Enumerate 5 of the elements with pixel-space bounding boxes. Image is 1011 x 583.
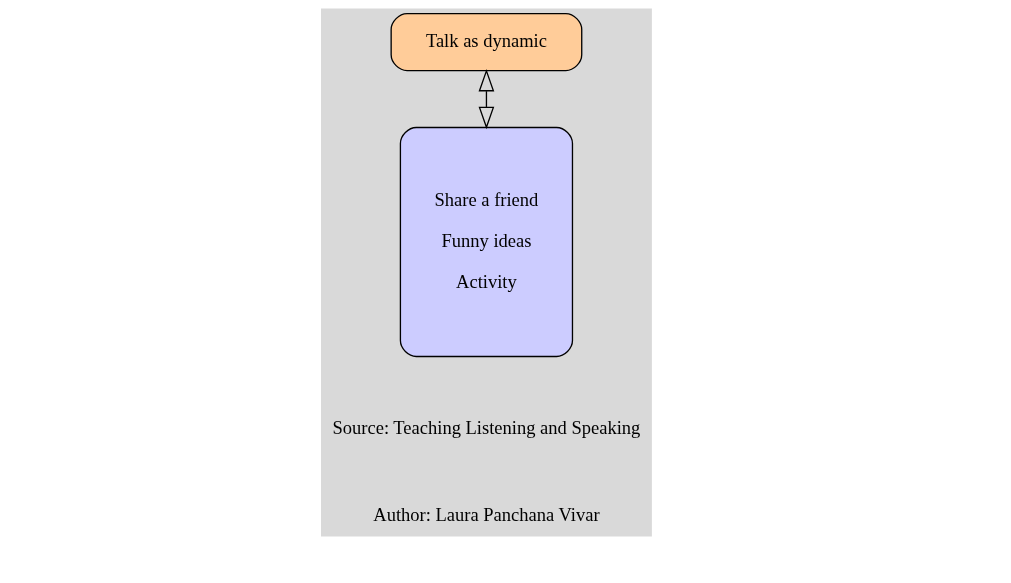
label: Author: Laura Panchana Vivar: [373, 503, 600, 525]
arrow: [478, 68, 495, 130]
node-box: Talk as dynamic: [390, 13, 583, 72]
label: Source: Teaching Listening and Speaking: [332, 416, 641, 438]
node-box: Share a friend Funny ideas Activity: [399, 126, 574, 358]
